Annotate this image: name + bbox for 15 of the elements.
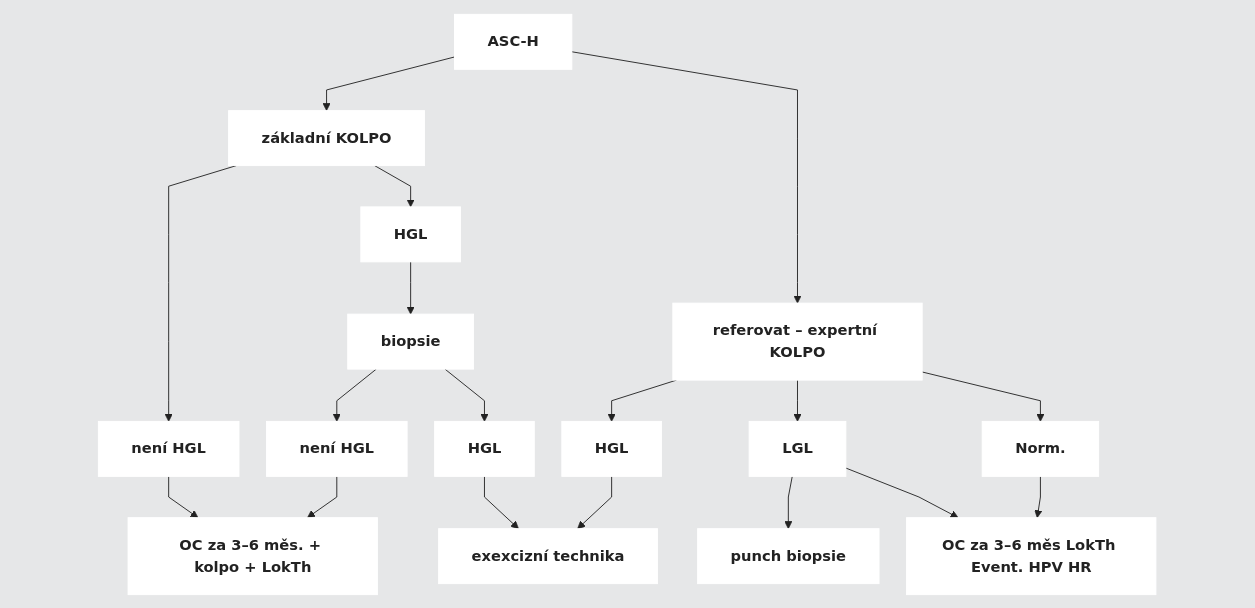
node-box: Norm. xyxy=(982,420,1100,477)
node-box: není HGL xyxy=(98,420,240,477)
node-box: OC za 3–6 měs. + kolpo + LokTh xyxy=(127,516,379,595)
node-box: OC za 3–6 měs LokTh Event. HPV HR xyxy=(906,516,1157,595)
node-box: referovat – expertní KOLPO xyxy=(672,302,923,381)
node-box: biopsie xyxy=(347,313,475,370)
node-box: HGL xyxy=(561,420,663,477)
node-box: není HGL xyxy=(266,420,408,477)
node-box: LGL xyxy=(749,420,847,477)
node-box: ASC-H xyxy=(454,13,573,70)
node-box: HGL xyxy=(434,420,536,477)
node-box: punch biopsie xyxy=(697,527,880,584)
node-box: exexcizní technika xyxy=(438,527,659,584)
node-box: základní KOLPO xyxy=(228,109,426,166)
node-box: HGL xyxy=(360,205,462,262)
